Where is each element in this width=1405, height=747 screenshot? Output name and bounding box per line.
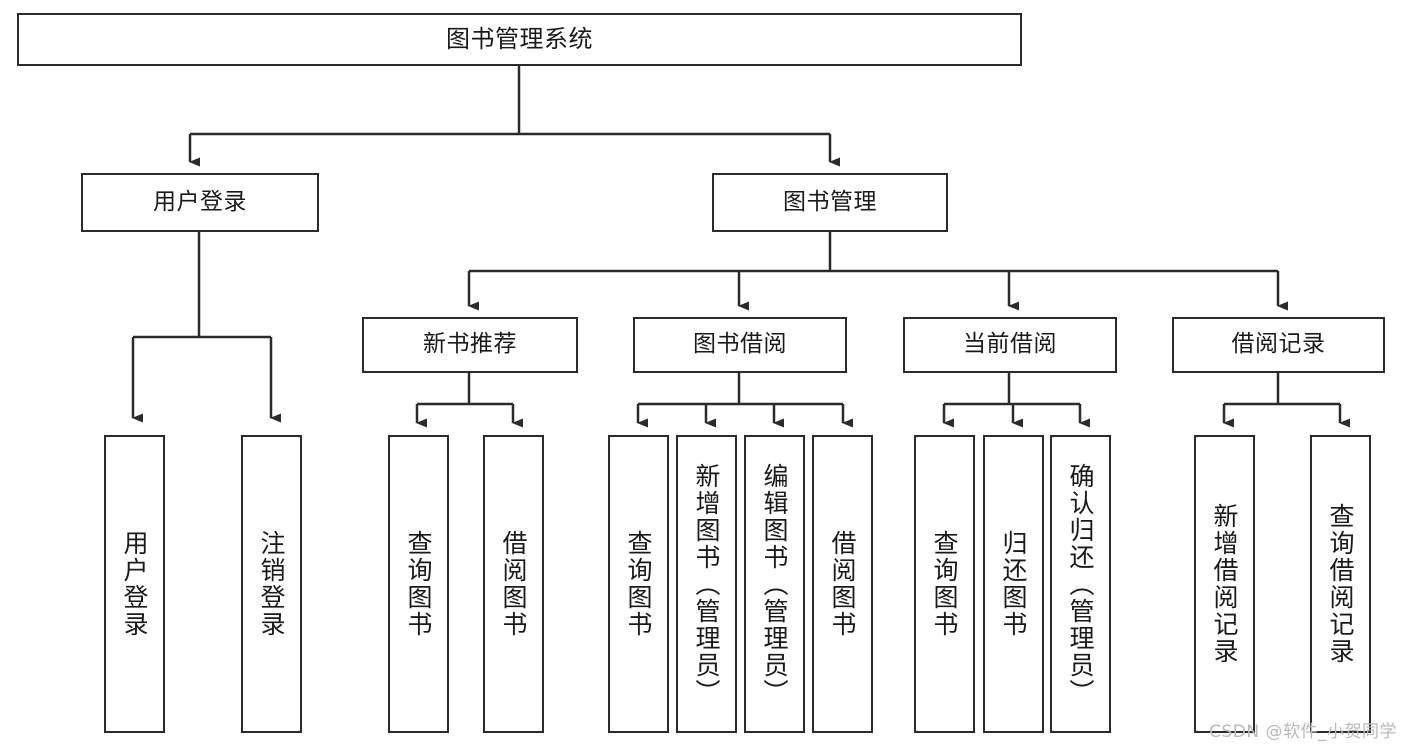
- leaf-recommend-borrow-book[interactable]: 借阅图书: [483, 435, 544, 733]
- node-label: 图书管理: [783, 188, 877, 215]
- node-label: 查询图书: [930, 530, 959, 638]
- node-book-borrow[interactable]: 图书借阅: [633, 317, 847, 373]
- leaf-recommend-query-book[interactable]: 查询图书: [388, 435, 449, 733]
- node-label: 新增借阅记录: [1210, 503, 1239, 665]
- leaf-borrow-edit-book-admin[interactable]: 编辑图书（管理员）: [744, 435, 805, 733]
- node-label: 借阅图书: [828, 530, 857, 638]
- node-label: 编辑图书（管理员）: [760, 462, 789, 706]
- node-label: 查询图书: [404, 530, 433, 638]
- node-label: 归还图书: [999, 530, 1028, 638]
- node-label: 查询借阅记录: [1326, 503, 1355, 665]
- leaf-borrow-query-book[interactable]: 查询图书: [608, 435, 669, 733]
- leaf-user-login-login[interactable]: 用户登录: [104, 435, 165, 733]
- node-user-login[interactable]: 用户登录: [81, 173, 319, 232]
- csdn-watermark: CSDN @软件_小贺同学: [1209, 722, 1397, 742]
- leaf-current-confirm-return-admin[interactable]: 确认归还（管理员）: [1050, 435, 1111, 733]
- node-label: 图书管理系统: [446, 25, 593, 54]
- node-label: 借阅记录: [1231, 331, 1326, 358]
- node-label: 注销登录: [257, 530, 286, 638]
- leaf-record-add-borrow-record[interactable]: 新增借阅记录: [1194, 435, 1255, 733]
- node-root-book-management-system[interactable]: 图书管理系统: [17, 13, 1022, 66]
- leaf-current-query-book[interactable]: 查询图书: [914, 435, 975, 733]
- node-book-management[interactable]: 图书管理: [712, 173, 948, 232]
- node-current-borrow[interactable]: 当前借阅: [903, 317, 1117, 373]
- node-label: 图书借阅: [693, 331, 787, 358]
- leaf-record-query-borrow-record[interactable]: 查询借阅记录: [1310, 435, 1371, 733]
- node-label: 借阅图书: [499, 530, 528, 638]
- leaf-current-return-book[interactable]: 归还图书: [983, 435, 1044, 733]
- node-label: 查询图书: [624, 530, 653, 638]
- leaf-user-login-logout[interactable]: 注销登录: [241, 435, 302, 733]
- node-label: 新书推荐: [423, 331, 517, 358]
- node-label: 用户登录: [153, 188, 247, 215]
- node-label: 用户登录: [120, 530, 149, 638]
- node-new-book-recommend[interactable]: 新书推荐: [362, 317, 578, 373]
- node-borrow-record[interactable]: 借阅记录: [1172, 317, 1385, 373]
- node-label: 当前借阅: [963, 331, 1057, 358]
- node-label: 确认归还（管理员）: [1066, 462, 1095, 706]
- leaf-borrow-borrow-book[interactable]: 借阅图书: [812, 435, 873, 733]
- node-label: 新增图书（管理员）: [692, 462, 721, 706]
- leaf-borrow-add-book-admin[interactable]: 新增图书（管理员）: [676, 435, 737, 733]
